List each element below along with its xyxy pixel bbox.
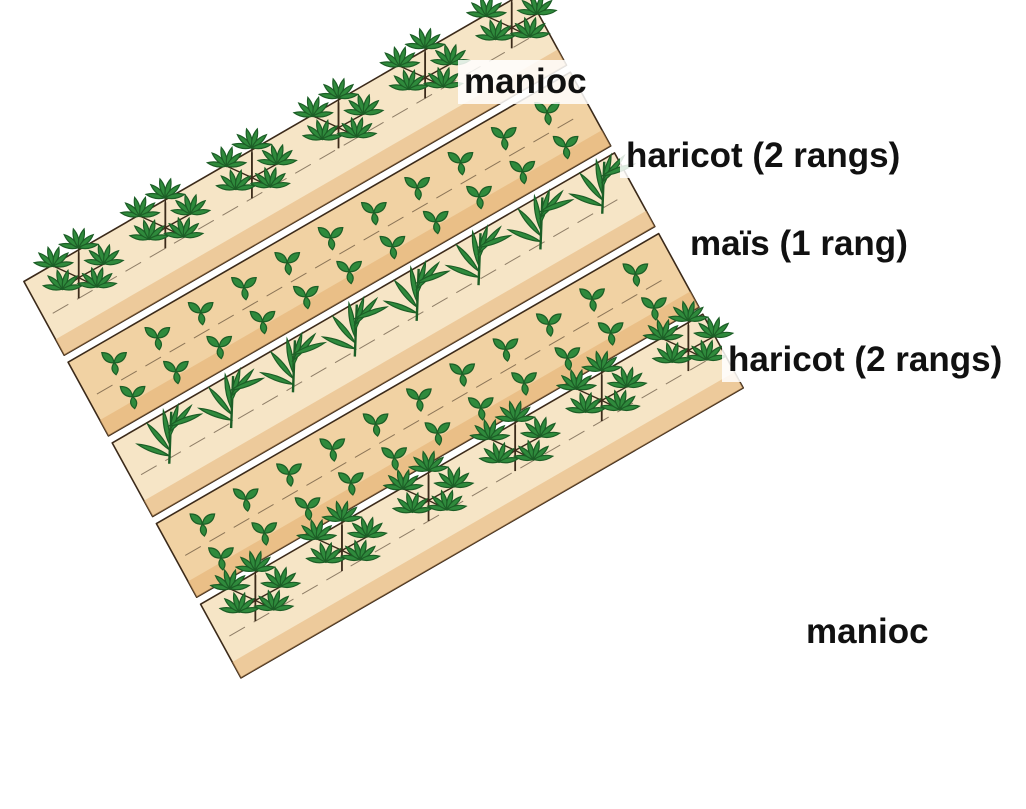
- label-mais: maïs (1 rang): [684, 222, 914, 266]
- label-haricot-upper: haricot (2 rangs): [620, 134, 906, 178]
- label-manioc-top: manioc: [458, 60, 593, 104]
- field-soil: [24, 0, 743, 678]
- label-manioc-bottom: manioc: [800, 610, 935, 654]
- label-haricot-lower: haricot (2 rangs): [722, 338, 1008, 382]
